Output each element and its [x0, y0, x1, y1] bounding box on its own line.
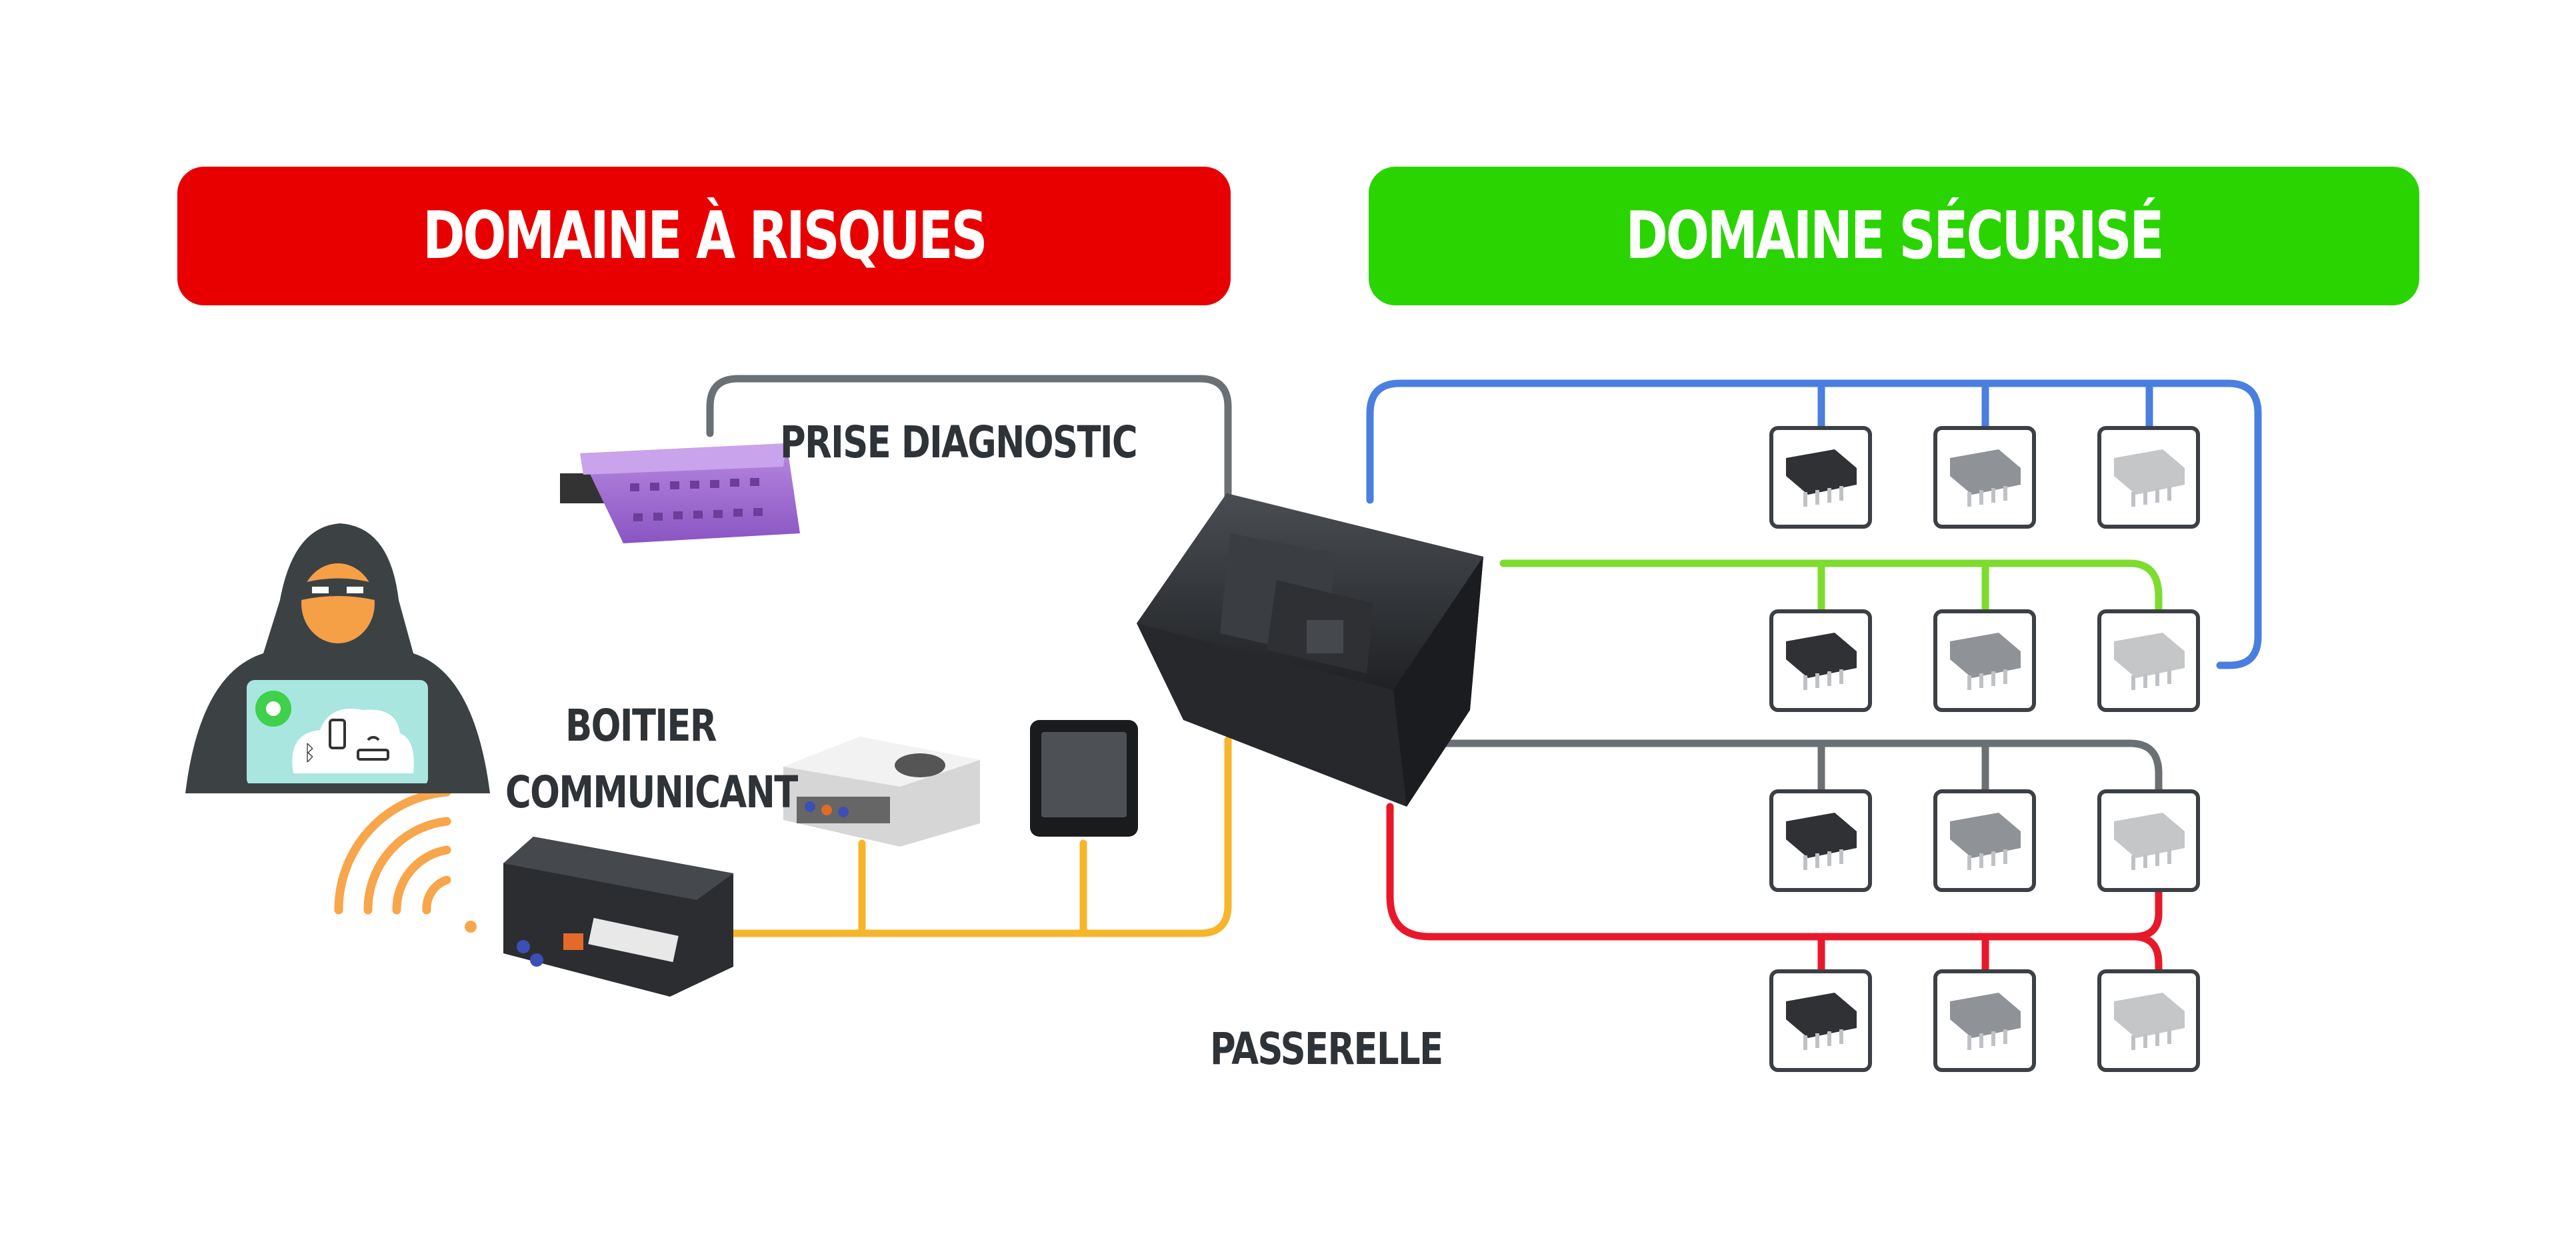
wifi-waves-icon — [334, 787, 477, 933]
infotainment-bus — [696, 736, 1232, 937]
boitier-label-line2: COMMUNICANT — [505, 767, 798, 818]
chip-icon — [1933, 969, 2036, 1072]
screen-icon — [1030, 720, 1138, 837]
diagnostic-bus-line — [706, 375, 1232, 507]
chip-icon — [2097, 969, 2200, 1072]
chip-icon — [1769, 609, 1872, 712]
diagnostic-label: PRISE DIAGNOSTIC — [780, 417, 1138, 468]
risk-domain-banner: DOMAINE À RISQUES — [177, 167, 1231, 305]
chip-icon — [1769, 969, 1872, 1072]
virus-icon — [255, 691, 291, 727]
boitier-label-line1: BOITIER — [565, 700, 717, 751]
hacker-icon: ᛒ — [185, 523, 490, 793]
gray-bus — [1433, 739, 2163, 801]
cloud-icon — [292, 709, 414, 773]
chip-icon — [1769, 426, 1872, 529]
chip-icon — [2097, 426, 2200, 529]
chip-grid — [1769, 426, 2200, 1072]
obd-connector-icon — [560, 443, 800, 543]
chip-icon — [2097, 789, 2200, 892]
bluetooth-icon: ᛒ — [303, 740, 316, 765]
gateway-label: PASSERELLE — [1210, 1023, 1443, 1075]
chip-icon — [2097, 609, 2200, 712]
chip-icon — [1933, 426, 2036, 529]
risk-domain-title: DOMAINE À RISQUES — [422, 198, 987, 274]
chip-icon — [1933, 609, 2036, 712]
router-icon — [357, 736, 389, 761]
chip-icon — [1769, 789, 1872, 892]
telematics-box-icon — [503, 837, 733, 997]
green-bus — [1499, 559, 2163, 621]
radio-unit-icon — [783, 737, 980, 847]
blue-bus — [1366, 379, 2262, 669]
secure-domain-title: DOMAINE SÉCURISÉ — [1625, 198, 2164, 274]
phone-icon — [329, 719, 346, 749]
chip-icon — [1933, 789, 2036, 892]
secure-domain-banner: DOMAINE SÉCURISÉ — [1369, 167, 2419, 305]
gateway-ecu-icon — [1137, 493, 1483, 807]
